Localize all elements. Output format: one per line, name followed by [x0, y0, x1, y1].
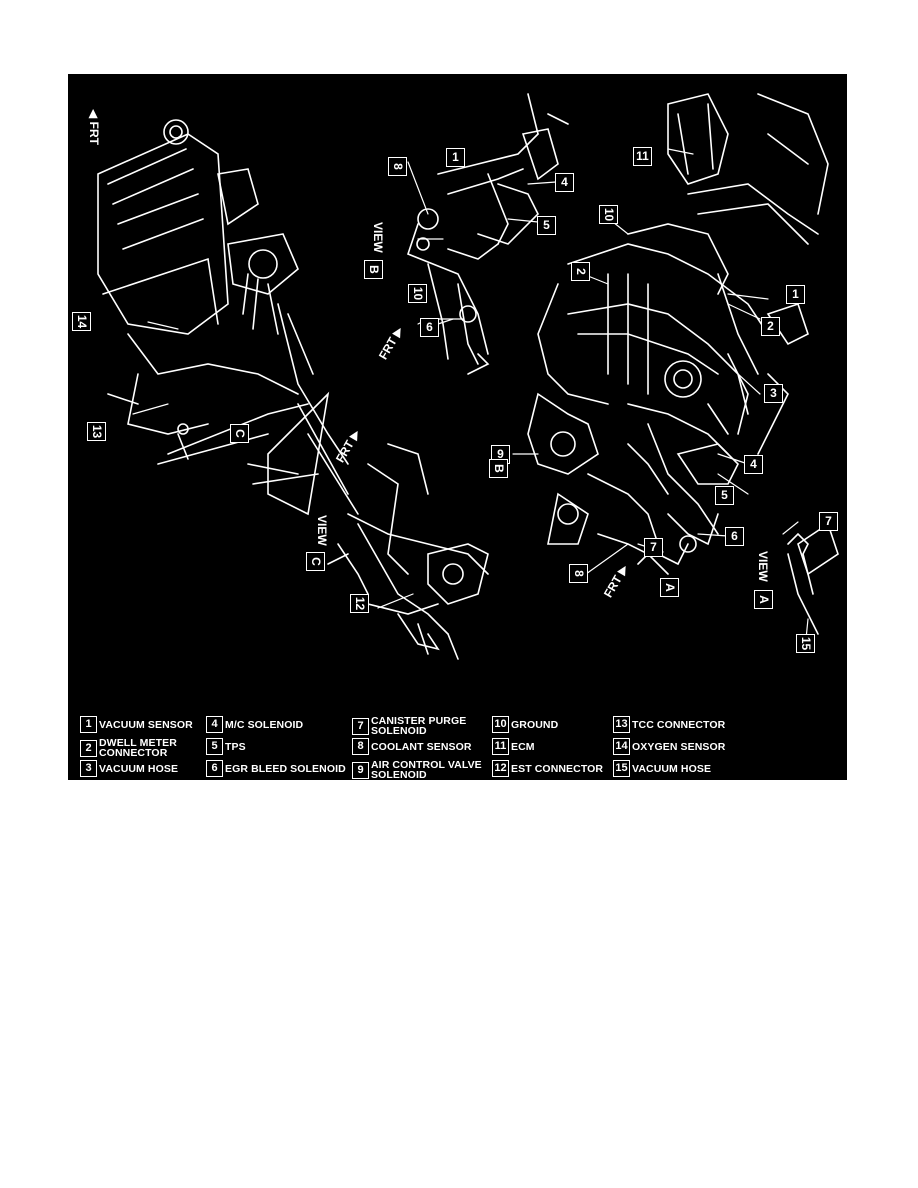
legend-text: TPS	[225, 740, 246, 753]
legend-item-2: 2 DWELL METER CONNECTOR	[80, 738, 177, 758]
legend-number: 11	[492, 738, 509, 755]
legend-text: CANISTER PURGE SOLENOID	[371, 715, 467, 737]
legend-number: 4	[206, 716, 223, 733]
callout-2-main: 2	[571, 262, 590, 281]
legend-number: 13	[613, 716, 630, 733]
view-b-letter: B	[364, 260, 383, 279]
legend-number: 2	[80, 739, 97, 757]
frt-label-left: ◀ FRT	[86, 109, 101, 145]
callout-8-main: 8	[569, 564, 588, 583]
legend-number: 12	[492, 760, 509, 777]
legend-number: 5	[206, 738, 223, 755]
legend-text: VACUUM HOSE	[632, 762, 712, 775]
callout-10-main: 10	[599, 205, 618, 224]
callout-4-view-b: 4	[555, 173, 574, 192]
legend-number: 10	[492, 716, 509, 733]
view-a-art	[787, 522, 839, 635]
legend-text: TCC CONNECTOR	[632, 718, 726, 731]
legend-item-5: 5 TPS	[206, 738, 246, 755]
callout-1-view-b: 1	[446, 148, 465, 167]
callout-2-main-right: 2	[761, 317, 780, 336]
view-b-marker: B	[489, 459, 508, 478]
frt-arrow-icon: ◀	[86, 109, 101, 119]
legend-item-10: 10 GROUND	[492, 716, 558, 733]
callout-8-view-b: 8	[388, 157, 407, 176]
engine-component-locator-diagram: 1 1 2 2 3 4 4 5 5 6 6 7 7 8 8 9 10 10 11…	[68, 74, 847, 780]
legend-number: 9	[352, 761, 369, 779]
legend-number: 14	[613, 738, 630, 755]
legend-number: 3	[80, 760, 97, 777]
view-word: VIEW	[315, 515, 329, 546]
legend-text: EST CONNECTOR	[511, 762, 604, 775]
callout-11-main: 11	[633, 147, 652, 166]
legend-text: M/C SOLENOID	[225, 718, 304, 731]
callout-6-main: 6	[725, 527, 744, 546]
legend-text: AIR CONTROL VALVE SOLENOID	[371, 759, 482, 780]
legend-item-3: 3 VACUUM HOSE	[80, 760, 178, 777]
leader-lines	[132, 148, 809, 640]
callout-7-main: 7	[644, 538, 663, 557]
legend-text: GROUND	[511, 718, 559, 731]
legend-item-9: 9 AIR CONTROL VALVE SOLENOID	[352, 760, 482, 780]
view-b-art	[407, 93, 569, 375]
callout-13-left: 13	[87, 422, 106, 441]
view-c-letter: C	[306, 552, 325, 571]
legend-item-13: 13 TCC CONNECTOR	[613, 716, 725, 733]
legend-item-11: 11 ECM	[492, 738, 535, 755]
legend-text: COOLANT SENSOR	[371, 740, 472, 753]
view-b-label: VIEW	[371, 222, 385, 253]
legend-number: 15	[613, 760, 630, 777]
legend-text: VACUUM SENSOR	[99, 718, 193, 731]
callout-14-left: 14	[72, 312, 91, 331]
callout-12-view-c: 12	[350, 594, 369, 613]
legend-number: 8	[352, 738, 369, 755]
view-c-marker: C	[230, 424, 249, 443]
legend-number: 7	[352, 717, 369, 735]
legend-text: DWELL METER CONNECTOR	[99, 737, 177, 759]
legend-item-1: 1 VACUUM SENSOR	[80, 716, 193, 733]
callout-1-main: 1	[786, 285, 805, 304]
right-engine-art	[527, 93, 829, 575]
legend-item-8: 8 COOLANT SENSOR	[352, 738, 472, 755]
legend-text: OXYGEN SENSOR	[632, 740, 726, 753]
legend-number: 6	[206, 760, 223, 777]
callout-15-view-a: 15	[796, 634, 815, 653]
view-a-marker: A	[660, 578, 679, 597]
view-a-letter: A	[754, 590, 773, 609]
left-engine-art	[97, 119, 359, 516]
legend-item-15: 15 VACUUM HOSE	[613, 760, 711, 777]
callout-4-main: 4	[744, 455, 763, 474]
callout-3-main: 3	[764, 384, 783, 403]
legend-text: EGR BLEED SOLENOID	[225, 762, 346, 775]
legend-item-14: 14 OXYGEN SENSOR	[613, 738, 726, 755]
callout-5-view-b: 5	[537, 216, 556, 235]
view-word: VIEW	[371, 222, 385, 253]
view-word: VIEW	[756, 551, 770, 582]
view-a-label: VIEW	[756, 551, 770, 582]
view-c-label: VIEW	[315, 515, 329, 546]
legend-number: 1	[80, 716, 97, 733]
callout-5-main: 5	[715, 486, 734, 505]
legend-item-7: 7 CANISTER PURGE SOLENOID	[352, 716, 466, 736]
legend-item-4: 4 M/C SOLENOID	[206, 716, 303, 733]
callout-6-view-b: 6	[420, 318, 439, 337]
legend-text: ECM	[511, 740, 535, 753]
legend-item-12: 12 EST CONNECTOR	[492, 760, 603, 777]
callout-7-view-a: 7	[819, 512, 838, 531]
legend-item-6: 6 EGR BLEED SOLENOID	[206, 760, 346, 777]
callout-10-view-b: 10	[408, 284, 427, 303]
legend: 1 VACUUM SENSOR 2 DWELL METER CONNECTOR …	[68, 708, 847, 780]
legend-text: VACUUM HOSE	[99, 762, 179, 775]
view-c-art	[327, 443, 489, 660]
engine-line-art	[97, 93, 839, 660]
